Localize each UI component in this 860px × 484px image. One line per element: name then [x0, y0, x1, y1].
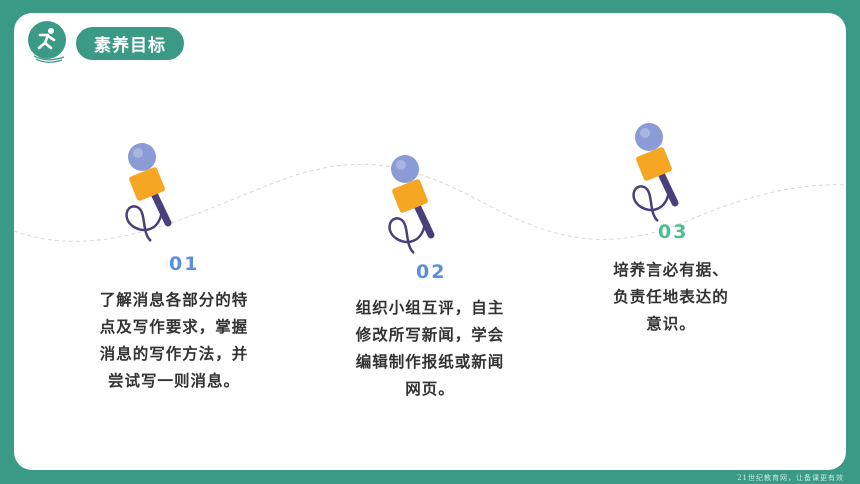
content-card: 素养目标 01 02 03 了解: [14, 13, 846, 470]
microphone-icon: [382, 153, 452, 267]
section-header: 素养目标: [26, 21, 184, 63]
runner-icon: [26, 21, 70, 65]
item-text: 培养言必有据、 负责任地表达的 意识。: [613, 261, 729, 333]
microphone-icon: [119, 141, 189, 255]
wave-line: [14, 163, 846, 242]
item-number: 03: [658, 221, 689, 243]
item-number: 01: [169, 253, 200, 275]
item-number: 02: [416, 261, 447, 283]
item-text: 组织小组互评，自主 修改所写新闻，学会 编辑制作报纸或新闻 网页。: [355, 299, 505, 398]
microphone-icon: [626, 121, 696, 235]
watermark: 21世纪教育网，让备课更有效: [737, 474, 844, 482]
section-title: 素养目标: [76, 26, 184, 60]
item-text: 了解消息各部分的特 点及写作要求，掌握 消息的写作方法，并 尝试写一则消息。: [99, 291, 249, 390]
